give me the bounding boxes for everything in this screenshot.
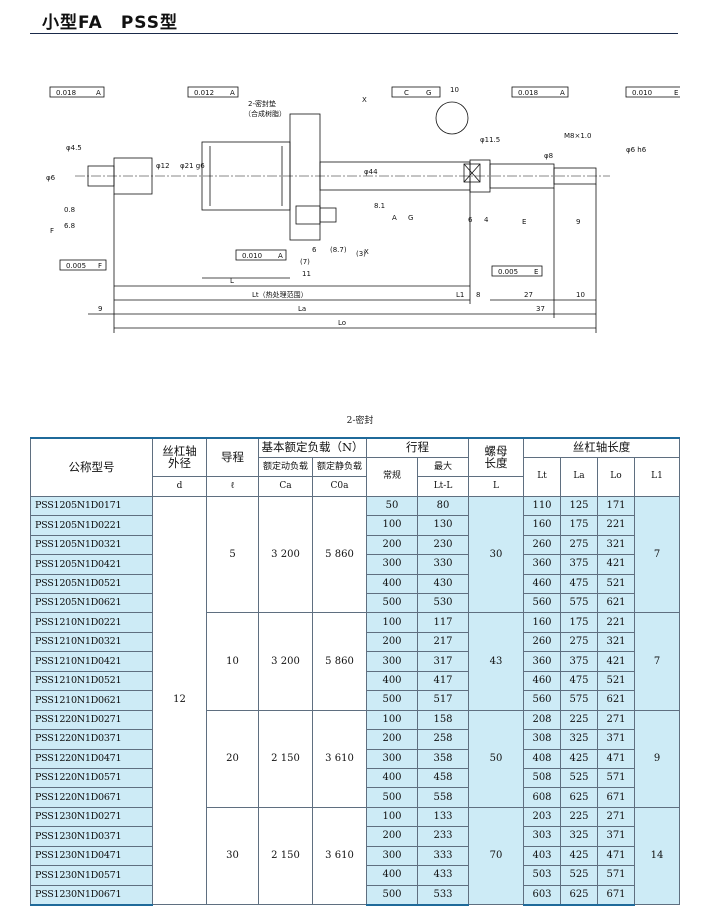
svg-text:Lt（热处理范围）: Lt（热处理范围）: [252, 290, 308, 299]
tol-frame-8: 0.005: [498, 268, 518, 276]
seal-note-1: 2-密封垫: [248, 99, 276, 108]
svg-text:A: A: [96, 89, 101, 97]
tol-frame-1: 0.018: [56, 89, 76, 97]
tol-frame-7: 0.005: [66, 262, 86, 270]
datum-f: F: [50, 227, 54, 235]
svg-text:L1: L1: [456, 291, 464, 299]
tol-frame-4: 0.018: [518, 89, 538, 97]
svg-text:10: 10: [576, 291, 585, 299]
col-shaft-len: 丝杠轴长度: [523, 436, 680, 458]
svg-text:9: 9: [98, 305, 102, 313]
svg-text:6: 6: [468, 216, 473, 224]
page-header: 小型FA PSS型: [30, 4, 678, 34]
svg-text:G: G: [426, 89, 431, 97]
datum-e: E: [522, 218, 526, 226]
svg-text:A: A: [560, 89, 565, 97]
seal-note-2: （合成树脂）: [244, 109, 286, 118]
col-lo: Lo: [597, 456, 635, 497]
svg-text:E: E: [534, 268, 538, 276]
datum-g: G: [408, 214, 413, 222]
svg-text:φ6: φ6: [46, 174, 56, 182]
col-lead: 导程: [206, 437, 259, 478]
col-la: La: [560, 456, 598, 497]
col-stroke: 行程: [366, 436, 469, 458]
col-dyn: 额定动负载: [258, 456, 313, 478]
col-std: 常规: [366, 456, 418, 497]
svg-text:φ8: φ8: [544, 152, 553, 160]
svg-text:A: A: [278, 252, 283, 260]
svg-text:10: 10: [450, 86, 459, 94]
tol-frame-3: C: [404, 89, 409, 97]
section-mark-top: X: [362, 96, 367, 104]
tol-frame-2: 0.012: [194, 89, 214, 97]
svg-text:11: 11: [302, 270, 311, 278]
svg-text:φ11.5: φ11.5: [480, 136, 500, 144]
col-stat: 额定静负载: [312, 456, 367, 478]
svg-text:8.1: 8.1: [374, 202, 385, 210]
svg-text:φ12: φ12: [156, 162, 170, 170]
svg-text:φ44: φ44: [364, 168, 378, 176]
svg-text:φ21 g6: φ21 g6: [180, 162, 205, 170]
svg-text:9: 9: [576, 218, 580, 226]
col-lt: Lt: [523, 456, 561, 497]
tol-frame-6: 0.010: [242, 252, 262, 260]
col-shaft-od: 丝杠轴外径: [152, 437, 207, 478]
page-title: 小型FA PSS型: [42, 13, 179, 33]
col-max: 最大: [417, 456, 469, 478]
section-mark-bottom: X: [364, 248, 369, 256]
ball-screw-drawing: 0.018 A 0.012 A C G 0.018 A 0.010 E 0.01…: [46, 86, 680, 333]
svg-text:6.8: 6.8: [64, 222, 75, 230]
svg-text:27: 27: [524, 291, 533, 299]
col-model: 公称型号: [30, 436, 153, 497]
svg-text:(7): (7): [300, 258, 310, 266]
svg-text:(3): (3): [356, 250, 366, 258]
svg-text:F: F: [98, 262, 102, 270]
col-l1: L1: [634, 456, 680, 497]
svg-text:L: L: [230, 277, 234, 285]
svg-text:6: 6: [312, 246, 317, 254]
svg-text:E: E: [674, 89, 678, 97]
svg-text:37: 37: [536, 305, 545, 313]
spec-table: 公称型号 丝杠轴外径 导程 基本额定负载（N） 行程 螺母长度 丝杠轴长度 额定…: [30, 436, 680, 906]
thread-label: M8×1.0: [564, 132, 592, 140]
svg-text:A: A: [230, 89, 235, 97]
col-nut: 螺母长度: [468, 437, 524, 478]
svg-text:8: 8: [476, 291, 480, 299]
datum-a: A: [392, 214, 397, 222]
col-load: 基本额定负载（N）: [258, 436, 367, 458]
seal-caption: 2-密封: [346, 416, 374, 426]
svg-text:4: 4: [484, 216, 489, 224]
svg-text:Lo: Lo: [338, 319, 346, 327]
svg-text:φ4.5: φ4.5: [66, 144, 82, 152]
tol-frame-5: 0.010: [632, 89, 652, 97]
svg-text:(8.7): (8.7): [330, 246, 347, 254]
svg-text:φ6 h6: φ6 h6: [626, 146, 647, 154]
svg-text:0.8: 0.8: [64, 206, 75, 214]
svg-text:La: La: [298, 305, 306, 313]
